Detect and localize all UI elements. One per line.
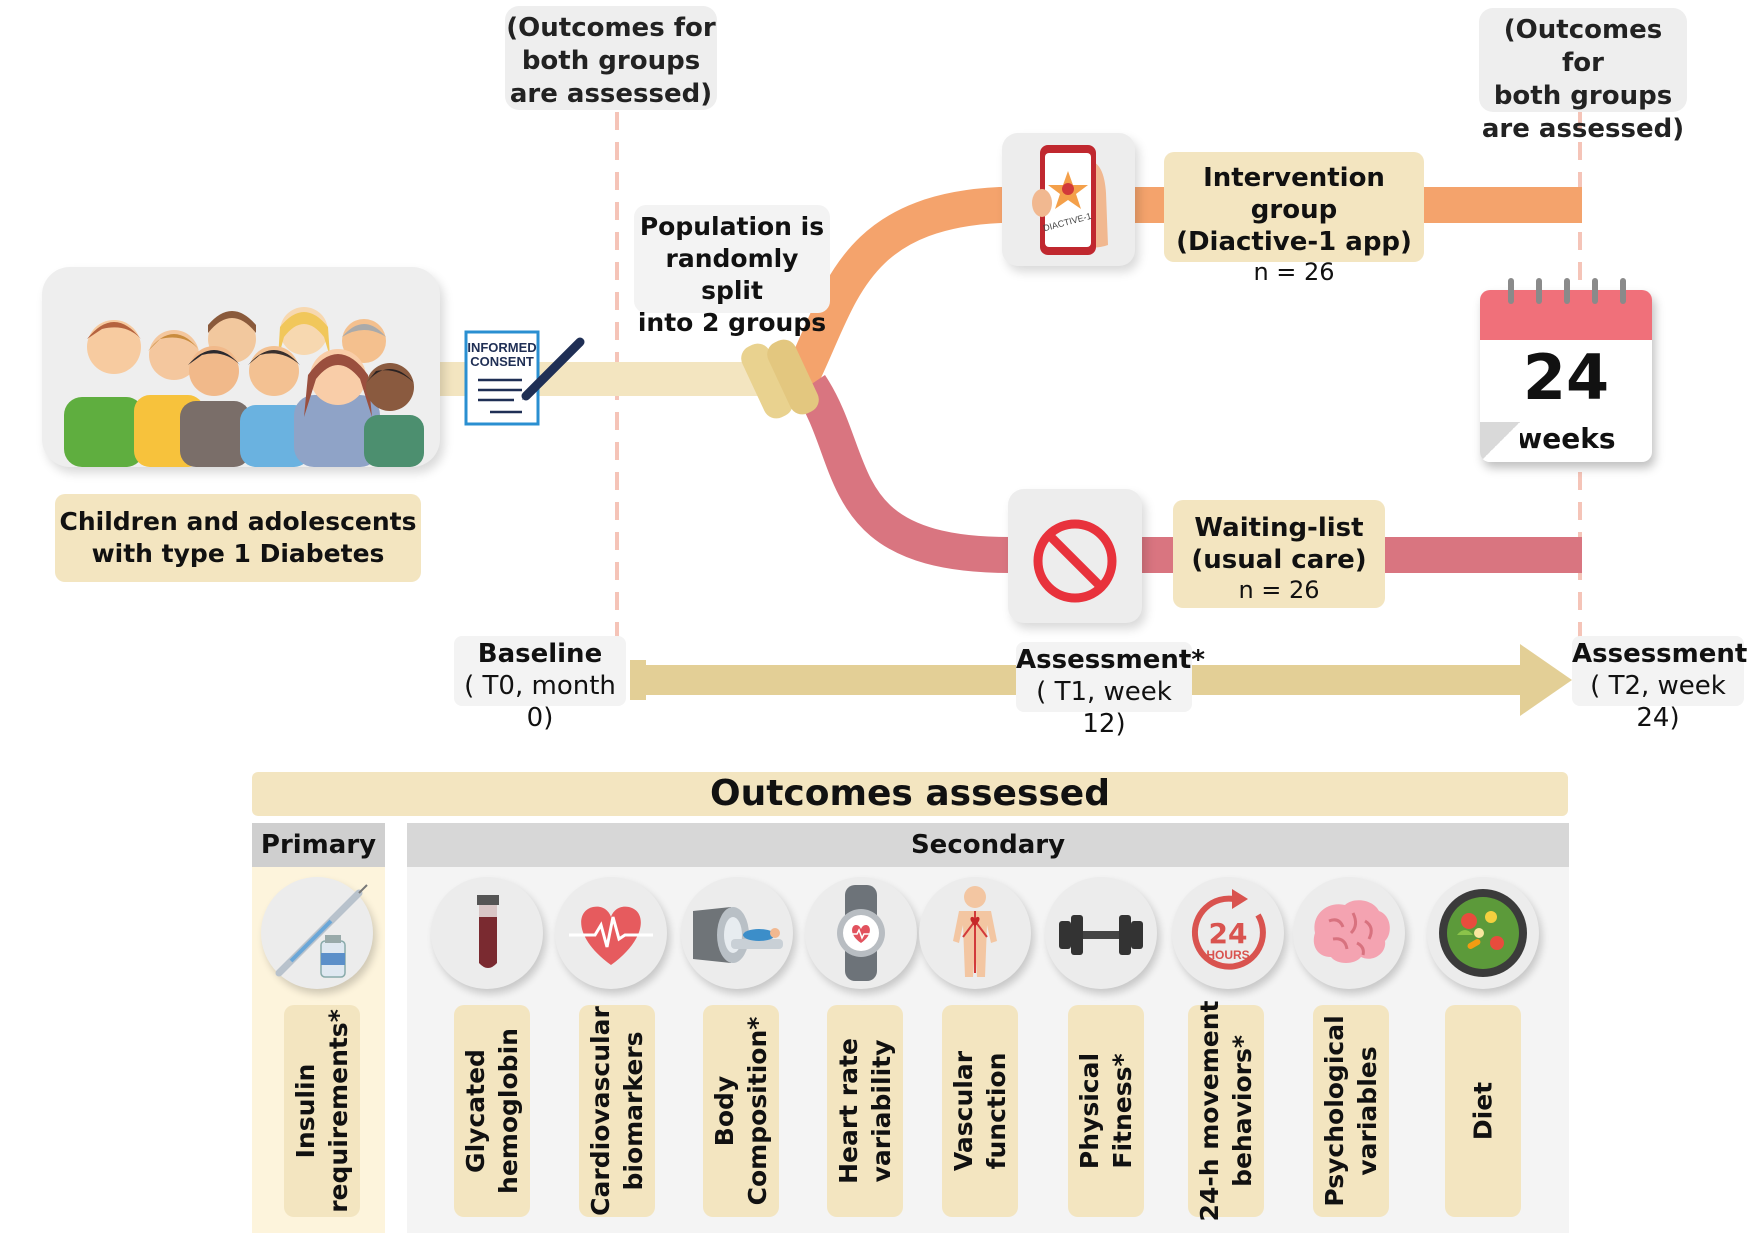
outcome-label-vascular-function: Vascular function	[942, 1005, 1018, 1217]
split-note: Population is randomly split into 2 grou…	[634, 205, 830, 337]
consent-text-line-1: INFORMED	[467, 340, 536, 355]
waiting-n: n = 26	[1238, 576, 1320, 604]
intervention-n: n = 26	[1253, 258, 1335, 286]
vascular-body-icon	[919, 877, 1031, 989]
calendar-unit: weeks	[1516, 422, 1616, 455]
calendar-number: 24	[1522, 341, 1610, 414]
salad-bowl-icon	[1427, 877, 1539, 989]
outcomes-title: Outcomes assessed	[252, 772, 1568, 816]
population-image-card	[42, 267, 440, 467]
blood-tube-icon	[431, 877, 543, 989]
phone-app-icon: DIACTIVE-1	[1002, 133, 1135, 266]
outcome-label-cardiovascular-biomarkers: Cardiovascular biomarkers	[579, 1005, 655, 1217]
primary-header: Primary	[252, 823, 385, 867]
outcome-label-psychological-variables: Psychological variables	[1313, 1005, 1389, 1217]
secondary-header: Secondary	[407, 823, 1569, 867]
no-entry-icon	[1008, 489, 1142, 623]
dumbbell-icon	[1045, 877, 1157, 989]
outcome-label-24h-movement: 24-h movement behaviors*	[1188, 1001, 1264, 1221]
24-hours-word: HOURS	[1206, 948, 1249, 962]
left-outcomes-note: (Outcomes for both groups are assessed)	[505, 6, 717, 110]
outcome-label-physical-fitness: Physical Fitness*	[1068, 1005, 1144, 1217]
outcome-label-diet: Diet	[1445, 1005, 1521, 1217]
right-outcomes-note: (Outcomes for both groups are assessed)	[1479, 8, 1687, 144]
split-knot	[741, 339, 819, 419]
population-label: Children and adolescents with type 1 Dia…	[55, 494, 421, 582]
children-group-illustration	[64, 307, 424, 467]
intervention-path	[783, 187, 1582, 389]
outcome-label-insulin: Insulin requirements*	[284, 1005, 360, 1217]
body-scanner-icon	[681, 877, 793, 989]
brain-icon	[1293, 877, 1405, 989]
waiting-path	[794, 375, 1582, 573]
waiting-group-label: Waiting-list (usual care) n = 26	[1173, 500, 1385, 608]
consent-text-line-2: CONSENT	[470, 354, 534, 369]
syringe-icon	[261, 877, 373, 989]
mid-assessment-label: Assessment* ( T1, week 12)	[1016, 642, 1205, 739]
24-hours-icon: 24 HOURS	[1172, 877, 1284, 989]
outcome-label-body-composition: Body Composition*	[703, 1005, 779, 1217]
outcome-label-heart-rate-variability: Heart rate variability	[827, 1005, 903, 1217]
baseline-label: Baseline ( T0, month 0)	[454, 636, 626, 733]
end-assessment-label: Assessment ( T2, week 24)	[1572, 636, 1747, 733]
outcome-label-glycated-hemoglobin: Glycated hemoglobin	[454, 1005, 530, 1217]
calendar-icon: 24 weeks	[1478, 276, 1654, 464]
heart-icon	[555, 877, 667, 989]
24-hours-number: 24	[1209, 917, 1248, 950]
informed-consent-icon: INFORMED CONSENT	[464, 330, 590, 426]
smartwatch-icon	[805, 877, 917, 989]
intervention-group-label: Intervention group (Diactive-1 app) n = …	[1164, 152, 1424, 286]
